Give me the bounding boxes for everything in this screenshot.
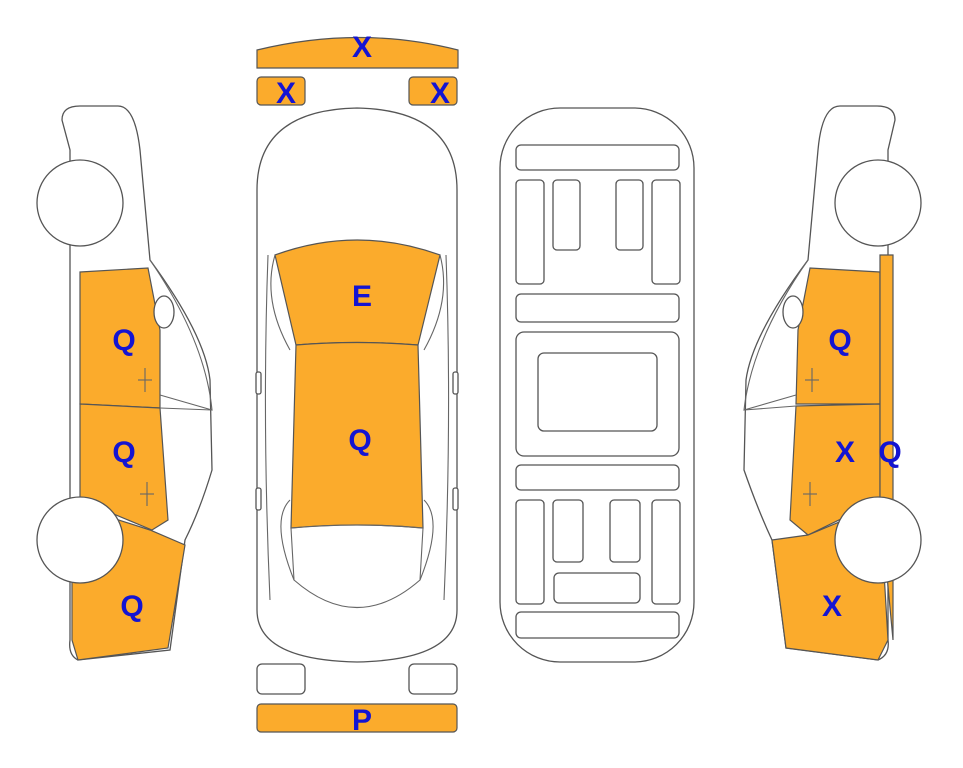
- front-right-light-code: X: [430, 77, 450, 110]
- left-rear-quarter-code: Q: [120, 590, 143, 623]
- left-rear-wheel: [36, 496, 124, 584]
- right-rear-wheel: [834, 496, 922, 584]
- rear-bumper-code: P: [352, 704, 372, 737]
- left-front-wheel: [36, 159, 124, 247]
- right-rocker-code: Q: [878, 436, 901, 469]
- right-rear-quarter-code: X: [822, 590, 842, 623]
- rear-bumper-panel[interactable]: [256, 703, 458, 733]
- front-right-light-panel[interactable]: [408, 76, 458, 106]
- car-left-side-view: [36, 105, 213, 661]
- right-front-wheel: [834, 159, 922, 247]
- right-rear-door-code: X: [835, 436, 855, 469]
- rear-right-light-panel[interactable]: [408, 663, 458, 695]
- front-bumper-code: X: [352, 31, 372, 64]
- car-right-side-view: [743, 105, 922, 661]
- front-left-light-code: X: [276, 77, 296, 110]
- rear-left-light-panel[interactable]: [256, 663, 306, 695]
- car-top-view: [255, 107, 459, 663]
- hood-code: E: [352, 280, 372, 313]
- front-bumper-panel[interactable]: [256, 36, 459, 69]
- left-rear-door-code: Q: [112, 436, 135, 469]
- left-front-door-code: Q: [112, 324, 135, 357]
- left-front-door-panel[interactable]: [79, 267, 161, 409]
- front-section: [256, 36, 459, 106]
- rear-section: [256, 663, 458, 733]
- left-rear-door-panel[interactable]: [79, 403, 169, 531]
- car-underside-view: [499, 107, 695, 663]
- right-front-door-code: Q: [828, 324, 851, 357]
- damage-code-labels: X X X E Q P Q Q Q Q X Q X: [112, 31, 901, 737]
- front-left-light-panel[interactable]: [256, 76, 306, 106]
- roof-code: Q: [348, 424, 371, 457]
